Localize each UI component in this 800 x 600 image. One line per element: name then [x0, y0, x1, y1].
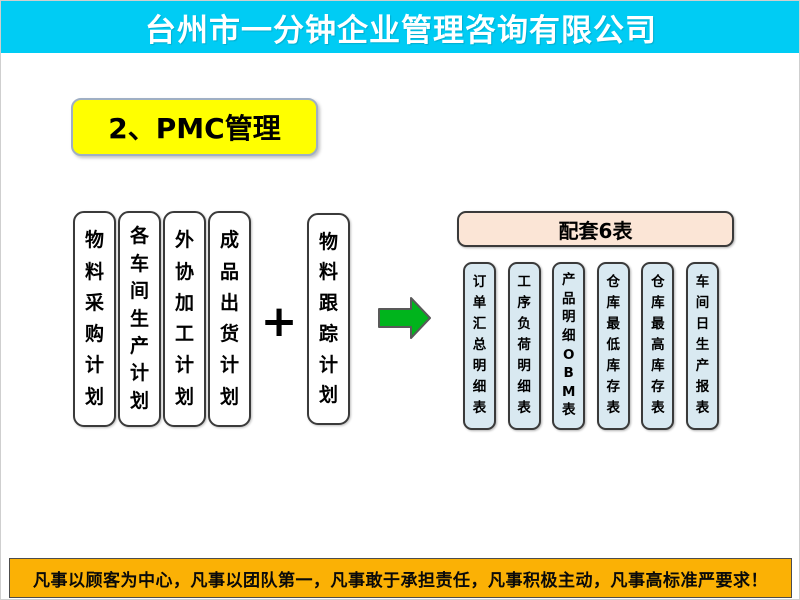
plan-box-label: 物料采购计划 [84, 229, 104, 408]
company-name: 台州市一分钟企业管理咨询有限公司 [145, 12, 657, 49]
table-box-label: 仓库最低库存表 [606, 274, 621, 417]
table-box-label: 订单汇总明细表 [472, 274, 487, 417]
table-box-label: 车间日生产报表 [695, 274, 710, 417]
table-box-min-stock: 仓库最低库存表 [596, 262, 630, 430]
plan-box-label: 物料跟踪计划 [318, 230, 338, 407]
arrow-right-icon [377, 295, 433, 341]
plan-box-workshop-production: 各车间生产计划 [118, 211, 161, 427]
section-title-box: 2、PMC管理 [71, 98, 318, 156]
slogan-text: 凡事以顾客为中心，凡事以团队第一，凡事敢于承担责任，凡事积极主动，凡事高标准严要… [33, 570, 768, 591]
table-box-order-summary: 订单汇总明细表 [463, 262, 496, 430]
company-banner: 台州市一分钟企业管理咨询有限公司 [1, 1, 799, 53]
tables-panel-title: 配套6表 [558, 218, 633, 243]
plus-sign: + [260, 295, 298, 347]
footer-banner: 凡事以顾客为中心，凡事以团队第一，凡事敢于承担责任，凡事积极主动，凡事高标准严要… [9, 558, 792, 598]
table-box-process-load: 工序负荷明细表 [507, 262, 541, 430]
plan-box-shipment: 成品出货计划 [208, 211, 251, 427]
table-box-label: 仓库最高库存表 [651, 274, 665, 417]
tables-panel-header: 配套6表 [457, 211, 734, 247]
plan-box-label: 各车间生产计划 [129, 225, 149, 412]
plan-box-material-tracking: 物料跟踪计划 [307, 213, 350, 425]
plan-box-material-purchase: 物料采购计划 [73, 211, 116, 427]
section-title: 2、PMC管理 [108, 112, 281, 145]
table-box-daily-production: 车间日生产报表 [685, 262, 719, 430]
plan-box-label: 外协加工计划 [174, 229, 194, 408]
table-box-label: 工序负荷明细表 [517, 274, 531, 417]
table-box-max-stock: 仓库最高库存表 [641, 262, 675, 430]
plan-box-outsourcing: 外协加工计划 [163, 211, 206, 427]
plan-box-label: 成品出货计划 [219, 229, 239, 408]
